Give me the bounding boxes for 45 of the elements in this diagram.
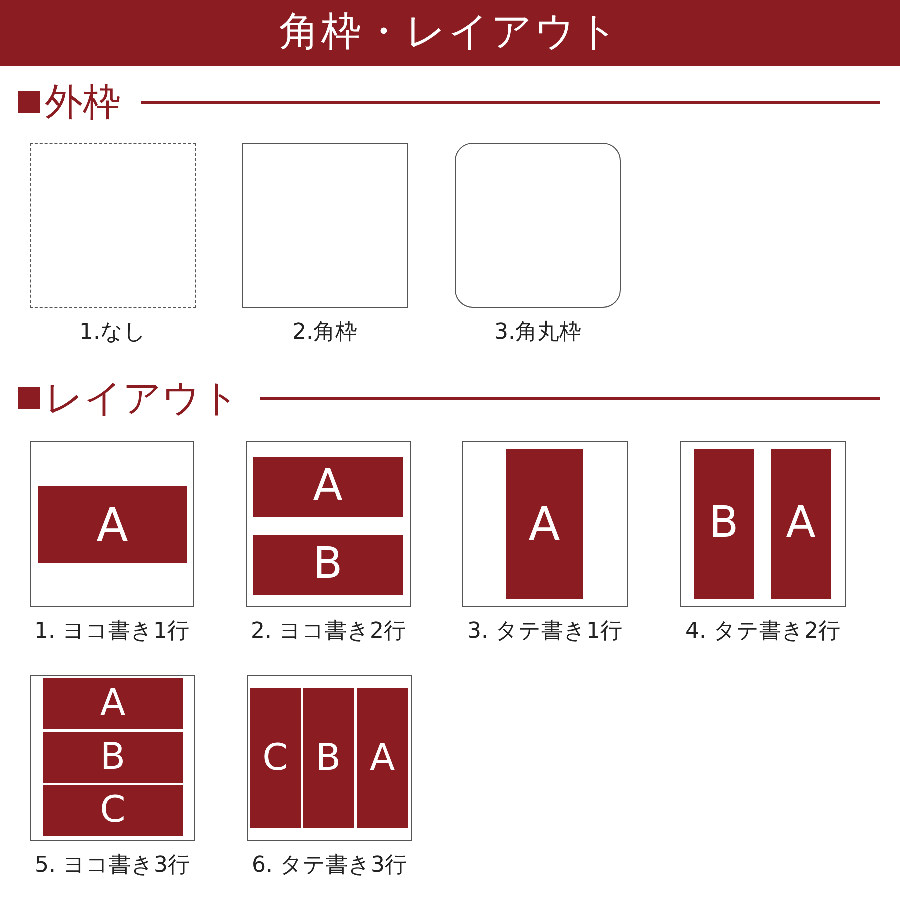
frame-caption: 3. タテ書き1行 (468, 619, 622, 645)
text-block (253, 457, 403, 517)
block-letter: C (262, 740, 288, 776)
rounded-frame (455, 143, 621, 308)
text-block (506, 449, 583, 599)
block-letter: C (100, 792, 126, 829)
block-letter: A (100, 685, 126, 722)
text-block (43, 678, 183, 729)
layout-frame (30, 675, 195, 841)
block-letter: B (316, 740, 342, 776)
block-letter: A (528, 501, 560, 547)
frame-caption: 4. タテ書き2行 (686, 619, 840, 645)
block-letter: A (370, 740, 396, 776)
text-block (303, 688, 354, 828)
block-letter: A (96, 502, 128, 548)
section-heading: レイアウト (45, 375, 240, 421)
layout-frame (246, 441, 411, 607)
page-title: 角枠・レイアウト (280, 8, 620, 56)
block-letter: B (709, 502, 739, 546)
frame-caption: 6. タテ書き3行 (252, 853, 407, 879)
frame-caption: 5. ヨコ書き3行 (35, 853, 190, 879)
block-letter: A (313, 465, 343, 509)
text-block (38, 486, 187, 563)
dashed-frame (30, 143, 196, 308)
section-heading: 外枠 (45, 79, 121, 125)
text-block (253, 535, 403, 595)
text-block (771, 449, 831, 599)
layout-frame (680, 441, 846, 607)
layout-frame (30, 441, 194, 607)
text-block (43, 785, 183, 836)
text-block (694, 449, 754, 599)
frame-caption: 3.角丸枠 (494, 320, 582, 346)
layout-frame (247, 675, 412, 841)
text-block (250, 688, 301, 828)
layout-frame (462, 441, 628, 607)
square-frame (242, 143, 408, 308)
frame-caption: 2.角枠 (292, 320, 358, 346)
frame-caption: 1.なし (80, 320, 146, 346)
text-block (357, 688, 408, 828)
block-letter: B (100, 739, 126, 776)
frame-caption: 2. ヨコ書き2行 (251, 619, 406, 645)
text-block (43, 732, 183, 783)
block-letter: A (786, 502, 816, 546)
frame-caption: 1. ヨコ書き1行 (34, 619, 190, 645)
block-letter: B (313, 543, 343, 587)
